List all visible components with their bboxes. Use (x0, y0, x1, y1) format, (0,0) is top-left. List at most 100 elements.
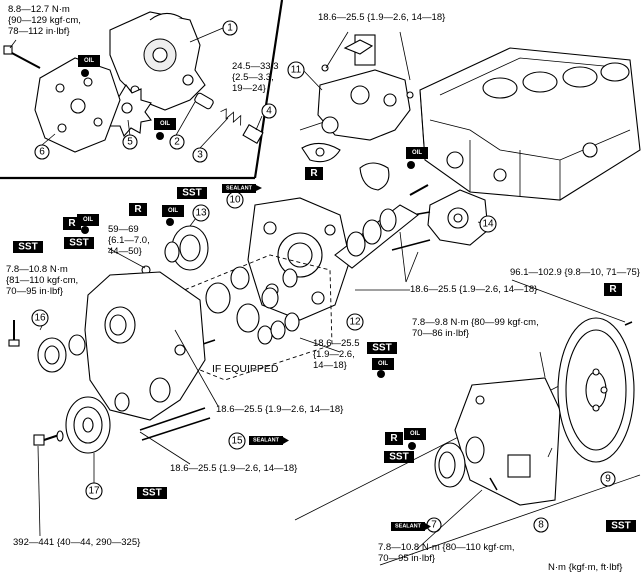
spec-crank-bolt: 392—441 {40—44, 290—325} (13, 537, 140, 548)
svg-text:78—112 in·lbf}: 78—112 in·lbf} (8, 26, 70, 37)
callout-1: 1 (222, 20, 238, 36)
callout-15: 15 (228, 432, 246, 450)
svg-text:SEALANT: SEALANT (395, 524, 422, 530)
svg-text:70—86 in·lbf}: 70—86 in·lbf} (412, 328, 469, 339)
svg-text:10: 10 (229, 195, 241, 206)
relief-valve (194, 92, 264, 144)
crank-gear-pulley (37, 337, 67, 373)
pump-bolt (3, 45, 41, 69)
sst-badge: SST (367, 342, 397, 354)
svg-text:3: 3 (197, 150, 203, 161)
front-oil-seal (68, 334, 86, 356)
spec-fip-top: 18.6—25.5 {1.9—2.6, 14—18} (318, 12, 445, 23)
svg-text:SEALANT: SEALANT (226, 186, 253, 192)
svg-text:19—24}: 19—24} (232, 83, 266, 94)
sst-badge: SST (137, 487, 167, 499)
sealant-tube-icon: SEALANT (222, 184, 262, 193)
oil-can-icon: OIL (78, 55, 100, 77)
svg-text:70—95 in·lbf}: 70—95 in·lbf} (378, 553, 435, 564)
svg-text:8: 8 (538, 520, 544, 531)
oil-can-icon: OIL (404, 428, 426, 450)
r-badge: R (305, 167, 323, 180)
svg-text:2: 2 (174, 137, 180, 148)
r-badge: R (604, 283, 622, 296)
rear-cover-seal (114, 392, 130, 412)
spec-pulley-bolt-left: 7.8—10.8 N·m {81—110 kgf·cm, 70—95 in·lb… (6, 264, 78, 297)
svg-text:18.6—25.5: 18.6—25.5 (313, 338, 359, 349)
svg-text:OIL: OIL (84, 58, 94, 64)
oil-can-icon: OIL (372, 358, 394, 378)
if-equipped-label: IF EQUIPPED (212, 363, 279, 375)
svg-text:14—18}: 14—18} (313, 360, 347, 371)
callout-17: 17 (85, 482, 103, 500)
oil-can-icon: OIL (406, 147, 428, 169)
svg-text:SST: SST (69, 238, 88, 249)
oil-can-icon: OIL (154, 118, 176, 140)
svg-text:14: 14 (482, 219, 494, 230)
svg-text:R: R (609, 284, 617, 295)
svg-text:4: 4 (266, 106, 272, 117)
svg-text:SST: SST (611, 521, 630, 532)
callout-4: 4 (261, 103, 277, 119)
svg-text:59—69: 59—69 (108, 224, 139, 235)
svg-text:{6.1—7.0,: {6.1—7.0, (108, 235, 150, 246)
callout-11: 11 (287, 61, 305, 79)
callout-12: 12 (346, 313, 364, 331)
svg-text:R: R (310, 168, 318, 179)
svg-text:OIL: OIL (410, 431, 420, 437)
svg-text:6: 6 (39, 147, 45, 158)
spec-relief-plug: 24.5—33.3 {2.5—3.3, 19—24} (232, 61, 278, 94)
spec-rear-seal-bolt: 7.8—10.8 N·m {80—110 kgf·cm, 70—95 in·lb… (378, 542, 515, 564)
callout-9: 9 (600, 471, 616, 487)
spec-if-equipped: 18.6—25.5 {1.9—2.6, 14—18} (313, 338, 359, 371)
svg-text:{81—110 kgf·cm,: {81—110 kgf·cm, (6, 275, 78, 286)
svg-text:5: 5 (127, 137, 133, 148)
svg-text:13: 13 (195, 208, 207, 219)
svg-text:SEALANT: SEALANT (253, 438, 280, 444)
idler-gear (164, 225, 209, 271)
svg-text:{2.5—3.3,: {2.5—3.3, (232, 72, 274, 83)
callout-10: 10 (226, 191, 244, 209)
sst-badge: SST (606, 520, 636, 532)
svg-text:OIL: OIL (83, 217, 93, 223)
callout-14: 14 (479, 215, 497, 233)
rear-end-plate (454, 377, 561, 506)
svg-text:70—95 in·lbf}: 70—95 in·lbf} (6, 286, 63, 297)
cylinder-block (419, 47, 641, 201)
spec-flywheel-bolt: 96.1—102.9 {9.8—10, 71—75} (510, 267, 640, 278)
spec-timing-cover-1: 18.6—25.5 {1.9—2.6, 14—18} (216, 404, 343, 415)
front-timing-cover (84, 271, 206, 421)
svg-text:SST: SST (142, 488, 161, 499)
svg-text:15: 15 (231, 436, 243, 447)
svg-text:{90—129 kgf·cm,: {90—129 kgf·cm, (8, 15, 81, 26)
oil-can-icon: OIL (77, 214, 99, 234)
oil-can-icon: OIL (162, 205, 184, 226)
r-badge: R (385, 432, 403, 445)
callout-7: 7 (426, 517, 442, 533)
svg-text:12: 12 (349, 317, 361, 328)
svg-text:OIL: OIL (168, 208, 178, 214)
crank-bolt (33, 430, 64, 446)
callout-13: 13 (192, 204, 210, 222)
svg-text:{1.9—2.6,: {1.9—2.6, (313, 349, 355, 360)
svg-text:7: 7 (431, 520, 437, 531)
svg-text:SST: SST (372, 343, 391, 354)
flywheel (557, 317, 635, 463)
sealant-tube-icon: SEALANT (391, 522, 431, 531)
spec-oil-pump-bolt: 8.8—12.7 N·m {90—129 kgf·cm, 78—112 in·l… (8, 4, 81, 37)
r-badge: R (129, 203, 147, 216)
svg-text:SST: SST (18, 242, 37, 253)
svg-text:R: R (134, 204, 142, 215)
callout-6: 6 (34, 144, 50, 160)
svg-text:9: 9 (605, 474, 611, 485)
svg-text:7.8—9.8 N·m {80—99 kgf·cm,: 7.8—9.8 N·m {80—99 kgf·cm, (412, 317, 539, 328)
sst-badge: SST (177, 187, 207, 199)
svg-text:SST: SST (389, 452, 408, 463)
svg-text:8.8—12.7 N·m: 8.8—12.7 N·m (8, 4, 70, 15)
sst-badge: SST (64, 237, 94, 249)
callout-5: 5 (122, 134, 138, 150)
oil-pump-cover (34, 57, 121, 153)
svg-text:11: 11 (291, 65, 302, 76)
callout-16: 16 (31, 309, 49, 327)
